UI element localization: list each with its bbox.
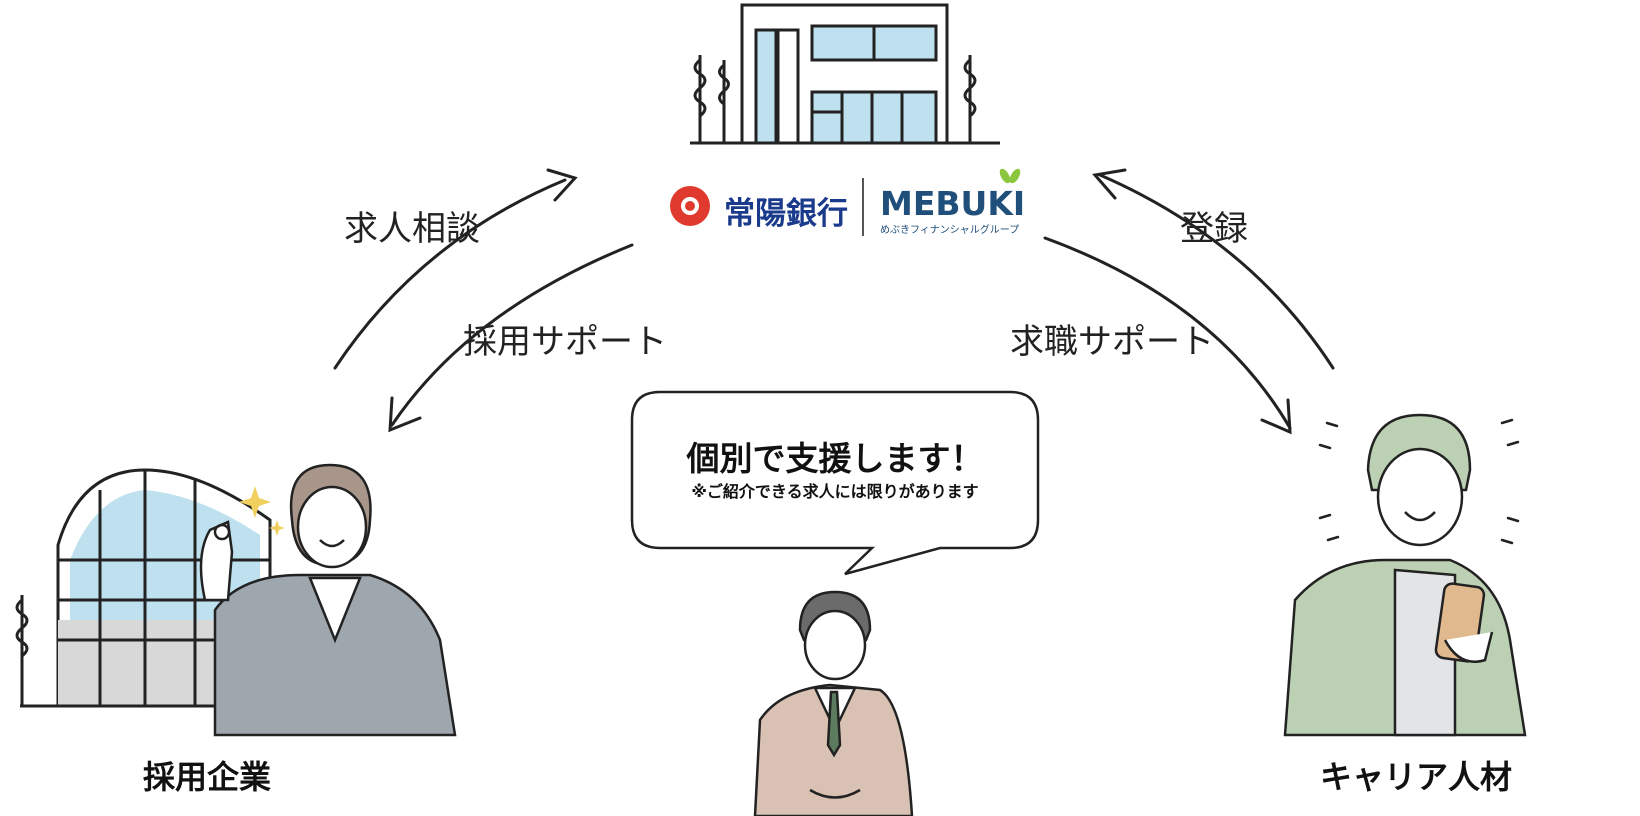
tree-icons [693, 55, 977, 143]
career-talent-man-illustration [1283, 413, 1527, 737]
recruiter-woman-illustration [199, 463, 457, 737]
group-name: MEBUKI [880, 184, 1026, 223]
bank-name: 常陽銀行 [724, 196, 848, 232]
arrow-label-job-support: 求職サポート [1010, 322, 1214, 362]
bubble-main-text: 個別で支援します！ [686, 439, 984, 478]
advisor-man-illustration [753, 590, 914, 816]
arrow-label-register: 登録 [1180, 209, 1248, 249]
arrow-recruit-support [388, 243, 634, 433]
arrow-consult [333, 168, 578, 370]
joyo-bank-logo-mark [670, 186, 710, 226]
sparkle-icon [239, 486, 285, 536]
mebuki-leaf-icon [999, 168, 1021, 184]
bubble-note-text: ※ご紹介できる求人には限りがあります [691, 482, 979, 501]
arrow-register [1092, 168, 1335, 370]
excitement-marks-icon [1318, 418, 1520, 545]
arrow-job-support [1043, 236, 1292, 435]
arrow-label-consult: 求人相談 [344, 209, 480, 249]
speech-bubble [630, 390, 1040, 576]
bank-building-illustration [690, 3, 1000, 145]
tree-icon-left [15, 595, 29, 706]
arrow-label-recruit-support: 採用サポート [463, 322, 667, 362]
role-label-company: 採用企業 [143, 758, 272, 796]
group-subtitle: めぶきフィナンシャルグループ [880, 225, 1020, 236]
role-label-talent: キャリア人材 [1320, 758, 1513, 796]
